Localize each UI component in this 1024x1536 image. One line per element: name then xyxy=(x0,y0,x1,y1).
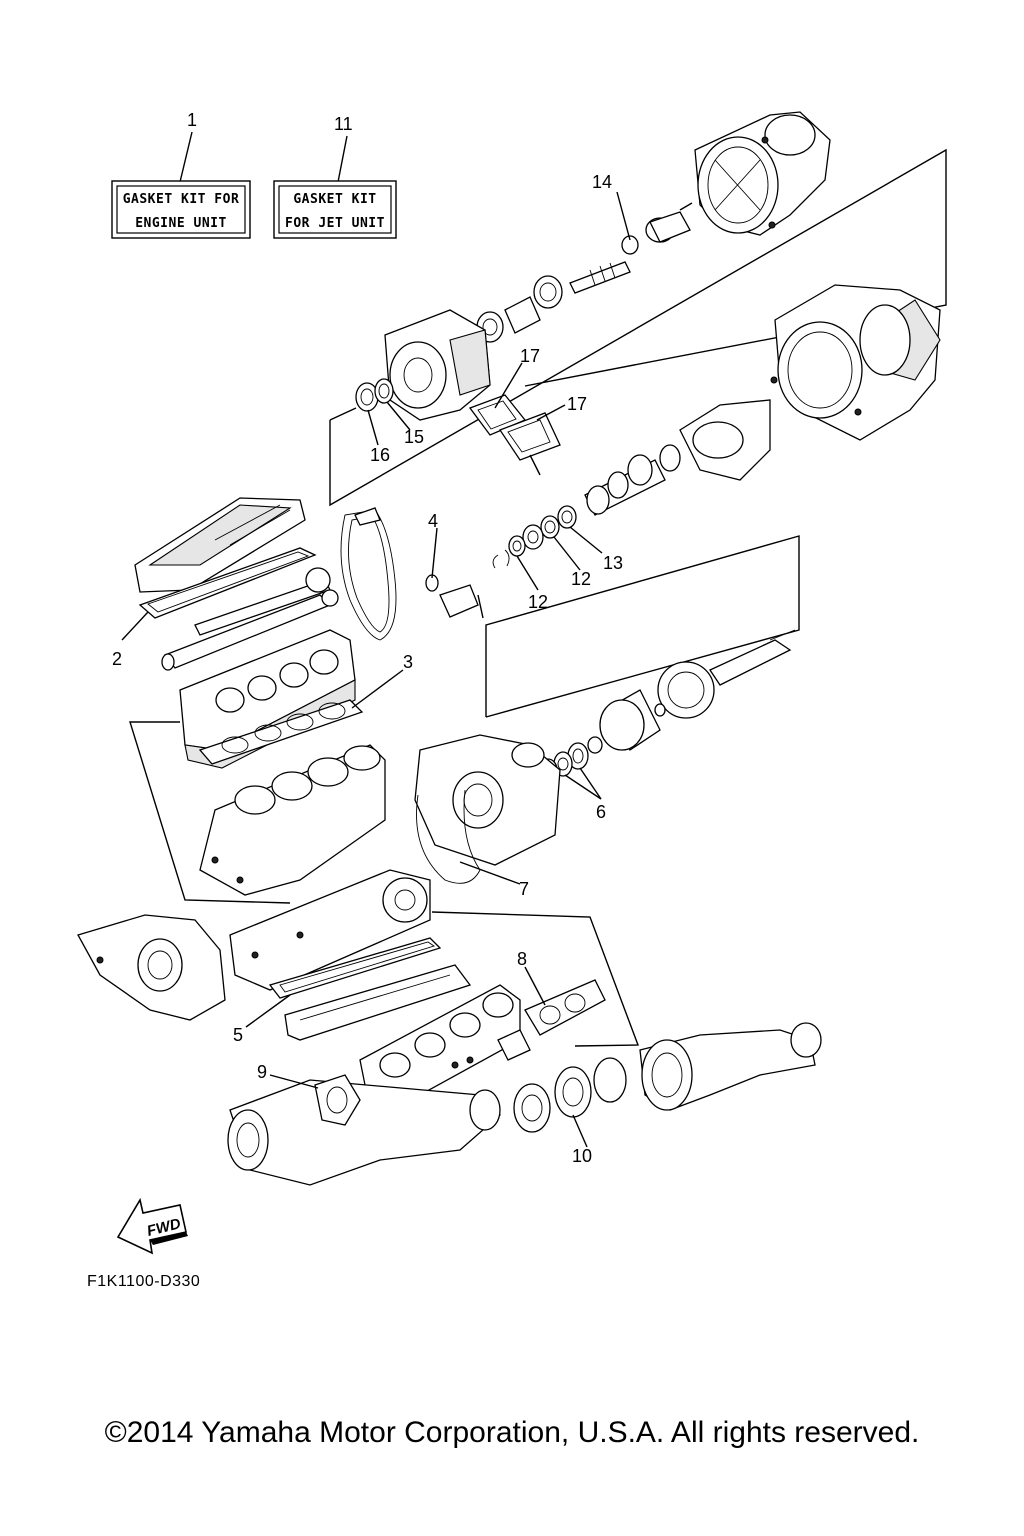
callout-17-lower: 17 xyxy=(567,394,587,414)
leader-lines xyxy=(121,191,631,1148)
diagram-code: F1K1100-D330 xyxy=(87,1273,201,1290)
drive-shaft-upper xyxy=(476,202,693,343)
callout-1: 1 xyxy=(187,110,197,130)
exhaust-pipe-gasket xyxy=(314,1074,361,1126)
callout-6: 6 xyxy=(596,802,606,822)
oil-pan xyxy=(284,964,472,1041)
callout-3: 3 xyxy=(403,652,413,672)
cylinder-head-gasket xyxy=(198,699,364,765)
chain-tensioner xyxy=(425,574,484,619)
cylinder-head-cover xyxy=(134,497,306,593)
hose-and-clamps xyxy=(584,444,681,516)
crankcase-cover-with-gasket xyxy=(414,734,561,884)
jet-gasket-kit-label: 11 GASKET KIT FOR JET UNIT xyxy=(273,114,397,239)
timing-chain xyxy=(340,507,397,641)
camshafts xyxy=(161,567,339,671)
callout-11: 11 xyxy=(334,114,353,134)
jet-kit-line2: FOR JET UNIT xyxy=(285,216,385,231)
oil-seals-15-16 xyxy=(355,378,394,412)
callout-12-right: 12 xyxy=(571,569,591,589)
engine-kit-line1: GASKET KIT FOR xyxy=(123,192,240,207)
exhaust-gasket xyxy=(497,979,606,1061)
callout-16: 16 xyxy=(370,445,390,465)
callout-4: 4 xyxy=(428,511,438,531)
copyright-notice: ©2014 Yamaha Motor Corporation, U.S.A. A… xyxy=(104,1416,920,1449)
callout-12-left: 12 xyxy=(528,592,548,612)
callout-15: 15 xyxy=(404,427,424,447)
engine-kit-line2: ENGINE UNIT xyxy=(135,216,227,231)
callout-5: 5 xyxy=(233,1025,243,1045)
jet-nozzle-housing xyxy=(694,111,831,236)
head-cover-gasket xyxy=(138,547,317,619)
callout-numbers: 14 17 17 15 16 4 13 12 12 2 3 6 7 8 5 9 … xyxy=(112,172,623,1166)
cylinder-block xyxy=(199,744,386,896)
cylinder-head xyxy=(179,629,356,769)
magneto-cover xyxy=(77,914,226,1021)
callout-2: 2 xyxy=(112,649,122,669)
engine-gasket-kit-label: 1 GASKET KIT FOR ENGINE UNIT xyxy=(111,110,251,239)
callout-13: 13 xyxy=(603,553,623,573)
callout-14: 14 xyxy=(592,172,612,192)
muffler-gasket xyxy=(513,1057,627,1133)
oil-seals-12-13 xyxy=(492,505,577,569)
jet-kit-line1: GASKET KIT xyxy=(293,192,376,207)
callout-10: 10 xyxy=(572,1146,592,1166)
fwd-arrow-icon: FWD xyxy=(116,1197,188,1255)
callout-17-upper: 17 xyxy=(520,346,540,366)
exhaust-hose xyxy=(639,1022,822,1111)
cover-gaskets-17 xyxy=(468,394,561,476)
callout-7: 7 xyxy=(519,879,529,899)
engine-unit-bracket xyxy=(129,721,640,1047)
callout-8: 8 xyxy=(517,949,527,969)
jet-pump-impeller-housing xyxy=(770,284,941,441)
callout-9: 9 xyxy=(257,1062,267,1082)
crankcase xyxy=(229,869,431,991)
jet-intake-housing xyxy=(384,309,491,421)
water-inlet-duct xyxy=(679,399,771,481)
drive-shaft-lower xyxy=(599,629,796,751)
oil-pan-gasket xyxy=(268,937,442,999)
exhaust-pipe xyxy=(227,1079,501,1186)
